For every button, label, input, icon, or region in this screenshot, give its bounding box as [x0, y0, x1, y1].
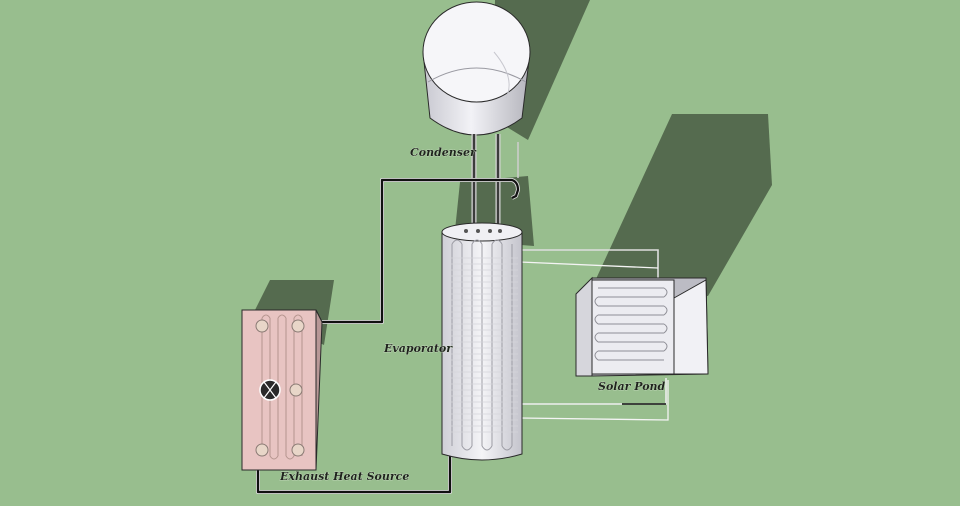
evaporator-label: Evaporator [383, 342, 453, 355]
exhaust-heat-source-label: Exhaust Heat Source [279, 470, 409, 483]
exhaust-heat-source-unit [241, 309, 323, 471]
solar-pond-unit [575, 276, 709, 377]
condenser-tank [422, 1, 531, 136]
heat-source-loop [256, 178, 520, 494]
solar-pond-coils [594, 287, 668, 361]
solar-pond-label: Solar Pond [598, 380, 666, 393]
evaporator-unit [441, 222, 523, 461]
evaporator-coils [448, 229, 518, 451]
condenser-label: Condenser [410, 146, 477, 159]
solar-pond-loop [519, 249, 669, 421]
heat-source-ports [255, 319, 305, 457]
